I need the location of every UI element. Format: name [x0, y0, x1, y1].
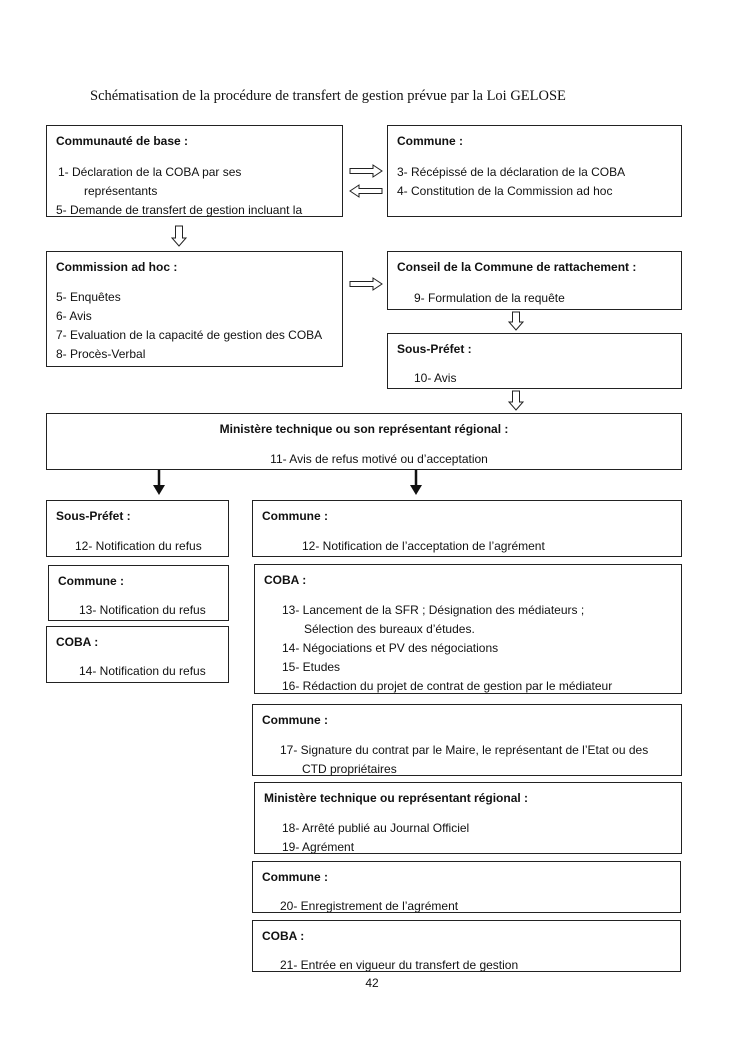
arrow-left-icon	[349, 184, 383, 198]
box-conseil-commune: Conseil de la Commune de rattachement : …	[387, 251, 682, 310]
list-item: 5- Demande de transfert de gestion inclu…	[56, 203, 303, 217]
arrow-down-icon	[508, 390, 524, 411]
box-commune-recepisse: Commune : 3- Récépissé de la déclaration…	[387, 125, 682, 217]
list-item: 11- Avis de refus motivé ou d’acceptatio…	[270, 452, 488, 466]
arrow-down-icon	[508, 311, 524, 331]
list-item: 5- Enquêtes	[56, 290, 121, 304]
arrow-down-icon	[171, 225, 187, 247]
box-sous-prefet-refus: Sous-Préfet : 12- Notification du refus	[46, 500, 229, 557]
box-heading: Ministère technique ou son représentant …	[219, 422, 509, 436]
list-item: 10- Avis	[414, 371, 457, 385]
box-commission-ad-hoc: Commission ad hoc : 5- Enquêtes 6- Avis …	[46, 251, 343, 367]
box-ministere-avis: Ministère technique ou son représentant …	[46, 413, 682, 470]
box-coba-lancement: COBA : 13- Lancement de la SFR ; Désigna…	[254, 564, 682, 694]
box-heading: Commune :	[262, 870, 328, 884]
box-heading: Sous-Préfet :	[56, 509, 131, 523]
box-heading: Commune :	[58, 574, 124, 588]
list-item: 3- Récépissé de la déclaration de la COB…	[397, 165, 626, 179]
list-item: 6- Avis	[56, 309, 92, 323]
box-heading: COBA :	[56, 635, 99, 649]
box-communaute-de-base: Communauté de base : 1- Déclaration de l…	[46, 125, 343, 217]
list-item: 14- Notification du refus	[79, 664, 206, 678]
box-heading: Communauté de base :	[56, 134, 189, 148]
arrow-right-icon	[349, 277, 383, 291]
box-heading: Sous-Préfet :	[397, 342, 472, 356]
box-heading: Commune :	[397, 134, 463, 148]
list-item: 14- Négociations et PV des négociations	[282, 641, 499, 655]
box-ministere-arrete: Ministère technique ou représentant régi…	[254, 782, 682, 854]
box-coba-entree-vigueur: COBA : 21- Entrée en vigueur du transfer…	[252, 920, 681, 972]
box-sous-prefet-avis: Sous-Préfet : 10- Avis	[387, 333, 682, 389]
box-commune-enregistrement: Commune : 20- Enregistrement de l’agréme…	[252, 861, 681, 913]
box-coba-refus: COBA : 14- Notification du refus	[46, 626, 229, 683]
box-heading: COBA :	[262, 929, 305, 943]
arrow-right-icon	[349, 164, 383, 178]
list-item: 16- Rédaction du projet de contrat de ge…	[282, 679, 613, 693]
page-number: 42	[365, 976, 379, 990]
list-item: 15- Etudes	[282, 660, 341, 674]
diagram-title: Schématisation de la procédure de transf…	[90, 88, 566, 104]
list-item: 4- Constitution de la Commission ad hoc	[397, 184, 613, 198]
list-item: 18- Arrêté publié au Journal Officiel	[282, 821, 470, 835]
list-item: 13- Notification du refus	[79, 603, 206, 617]
list-item: représentants	[84, 184, 158, 198]
box-heading: Ministère technique ou représentant régi…	[264, 791, 529, 805]
list-item: 12- Notification de l’acceptation de l’a…	[302, 539, 545, 553]
list-item: 12- Notification du refus	[75, 539, 202, 553]
box-heading: Commission ad hoc :	[56, 260, 178, 274]
arrow-down-icon	[153, 470, 165, 495]
box-heading: Commune :	[262, 713, 328, 727]
arrow-down-icon	[410, 470, 422, 495]
box-heading: COBA :	[264, 573, 307, 587]
list-item: CTD propriétaires	[302, 762, 397, 776]
box-heading: Commune :	[262, 509, 328, 523]
list-item: 8- Procès-Verbal	[56, 347, 146, 361]
list-item: 1- Déclaration de la COBA par ses	[58, 165, 242, 179]
list-item: Sélection des bureaux d’études.	[304, 622, 475, 636]
list-item: 17- Signature du contrat par le Maire, l…	[280, 743, 649, 757]
list-item: 7- Evaluation de la capacité de gestion …	[56, 328, 323, 342]
box-commune-refus: Commune : 13- Notification du refus	[48, 565, 229, 621]
list-item: 13- Lancement de la SFR ; Désignation de…	[282, 603, 585, 617]
list-item: 19- Agrément	[282, 840, 355, 854]
list-item: 21- Entrée en vigueur du transfert de ge…	[280, 958, 519, 972]
box-heading: Conseil de la Commune de rattachement :	[397, 260, 637, 274]
box-commune-signature: Commune : 17- Signature du contrat par l…	[252, 704, 682, 776]
box-commune-acceptation: Commune : 12- Notification de l’acceptat…	[252, 500, 682, 557]
list-item: 9- Formulation de la requête	[414, 291, 565, 305]
list-item: 20- Enregistrement de l’agrément	[280, 899, 459, 913]
